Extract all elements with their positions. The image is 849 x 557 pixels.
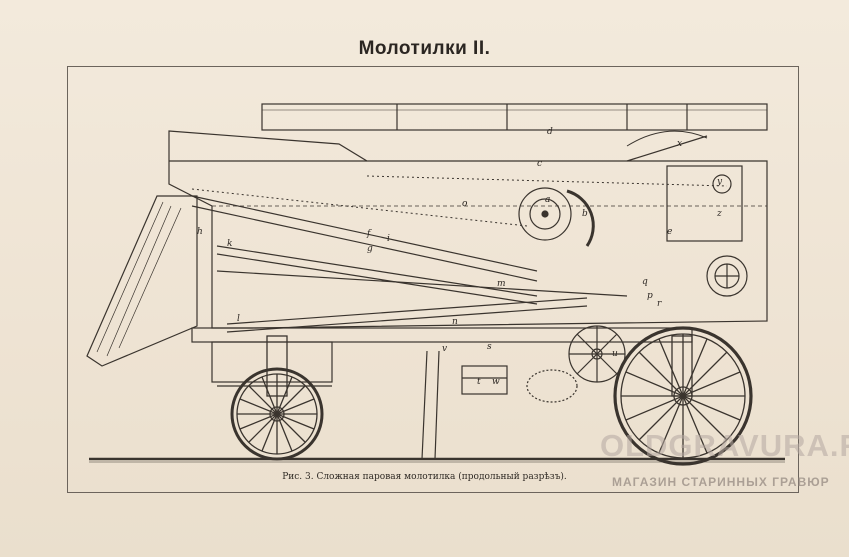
- rear-axle-post: [671, 335, 693, 397]
- part-label-w: w: [492, 377, 500, 387]
- machine-body: [168, 130, 768, 329]
- front-wheel: [230, 367, 324, 461]
- plate-frame: [67, 66, 799, 493]
- part-label-i: i: [387, 234, 390, 244]
- part-label-o: o: [462, 199, 468, 209]
- part-label-d: d: [547, 127, 553, 137]
- grain-box: [461, 365, 508, 395]
- part-label-s: s: [487, 342, 492, 352]
- elevator-box: [666, 165, 743, 242]
- watermark-sub: МАГАЗИН СТАРИННЫХ ГРАВЮР: [612, 475, 830, 489]
- figure-caption: Рис. 3. Сложная паровая молотилка (продо…: [282, 472, 567, 482]
- watermark-main: OLDGRAVURA.RU: [600, 428, 849, 463]
- feeder-ramp: [86, 195, 198, 367]
- part-label-m: m: [497, 279, 506, 289]
- fan-housing: [706, 255, 748, 297]
- front-axle-post: [266, 335, 288, 397]
- concave: [566, 189, 595, 247]
- part-label-p: p: [647, 291, 653, 301]
- part-label-y: y: [716, 177, 723, 187]
- top-housing: [261, 103, 768, 131]
- part-label-g: g: [367, 244, 373, 254]
- part-label-z: z: [716, 209, 722, 219]
- part-label-t: t: [477, 377, 481, 387]
- sieve-shoe: [226, 297, 588, 325]
- part-label-v: v: [442, 344, 447, 354]
- plate-title: Молотилки II.: [358, 38, 491, 59]
- threshing-drum: [518, 187, 572, 241]
- part-label-n: n: [452, 317, 458, 327]
- part-label-a: a: [545, 195, 550, 205]
- straw-walker-upper: [191, 195, 538, 272]
- part-label-b: b: [582, 209, 588, 219]
- part-label-q: q: [642, 277, 648, 287]
- part-label-r: r: [657, 299, 662, 309]
- part-label-e: e: [667, 227, 672, 237]
- part-label-x: x: [677, 139, 682, 149]
- part-label-l: l: [237, 314, 240, 324]
- part-label-c: c: [537, 159, 542, 169]
- part-label-f: f: [366, 229, 372, 239]
- part-label-k: k: [227, 239, 232, 249]
- part-label-u: u: [612, 349, 618, 359]
- threshing-machine-drawing: d c x y a b z e h k fg o i m n l s v t w u qpr: [86, 103, 785, 466]
- part-label-h: h: [197, 227, 203, 237]
